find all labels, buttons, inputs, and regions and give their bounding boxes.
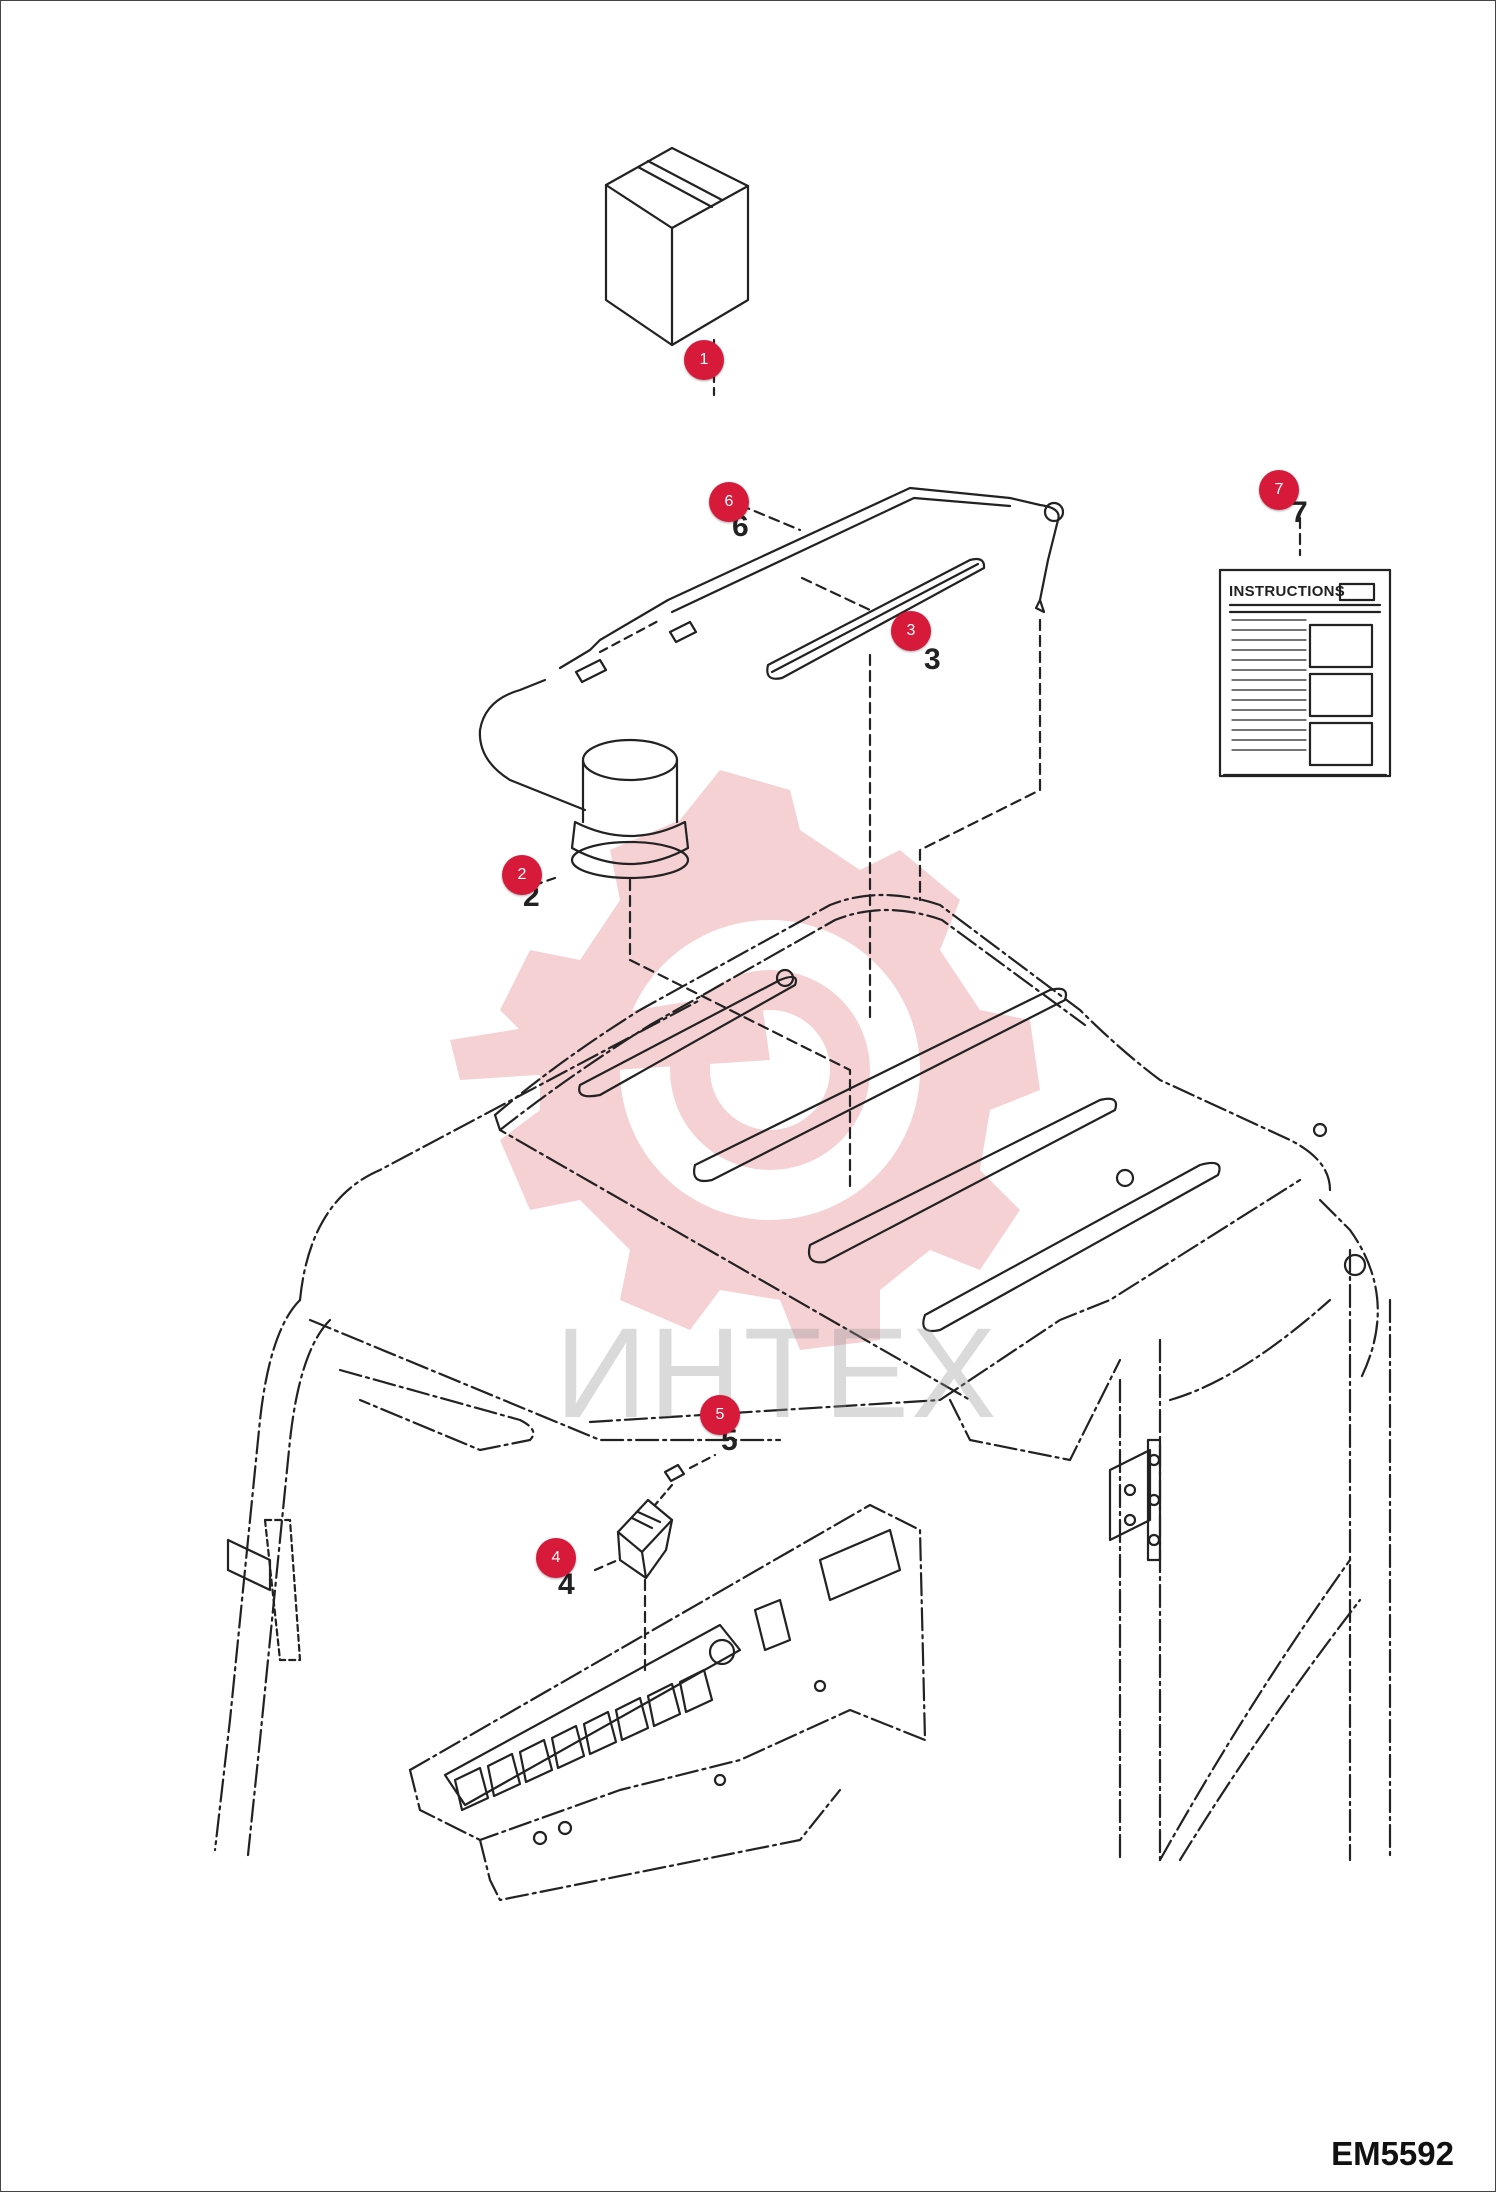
left-hinge bbox=[226, 1518, 302, 1662]
watermark-text: ИНТЕХ bbox=[555, 1302, 999, 1445]
clip-part bbox=[653, 1453, 717, 1507]
right-hinge bbox=[1108, 1438, 1162, 1562]
rocker-switch-part bbox=[593, 1498, 674, 1672]
cab-roof-outline bbox=[298, 893, 1392, 1862]
diagram-code: EM5592 bbox=[1331, 2135, 1454, 2172]
instructions-title: INSTRUCTIONS bbox=[1229, 583, 1346, 600]
part-number-7: 7 bbox=[1291, 496, 1308, 529]
callout-5[interactable]: 5 bbox=[700, 1395, 740, 1435]
part-number-3: 3 bbox=[924, 643, 941, 676]
console-panel bbox=[408, 1503, 927, 1902]
cab-left-post bbox=[213, 1298, 535, 1857]
box-part bbox=[604, 146, 750, 397]
callout-6[interactable]: 6 bbox=[709, 482, 749, 522]
wiring-harness-part bbox=[478, 486, 1065, 902]
instructions-booklet-part bbox=[1218, 516, 1392, 778]
callout-3[interactable]: 3 bbox=[891, 611, 931, 651]
strip-part bbox=[766, 557, 986, 1022]
roof-grooves bbox=[578, 968, 1367, 1333]
callout-2[interactable]: 2 bbox=[502, 855, 542, 895]
callout-4[interactable]: 4 bbox=[536, 1538, 576, 1578]
callout-7[interactable]: 7 bbox=[1259, 470, 1299, 510]
watermark-gear-logo bbox=[450, 770, 1040, 1350]
callout-1[interactable]: 1 bbox=[684, 340, 724, 380]
